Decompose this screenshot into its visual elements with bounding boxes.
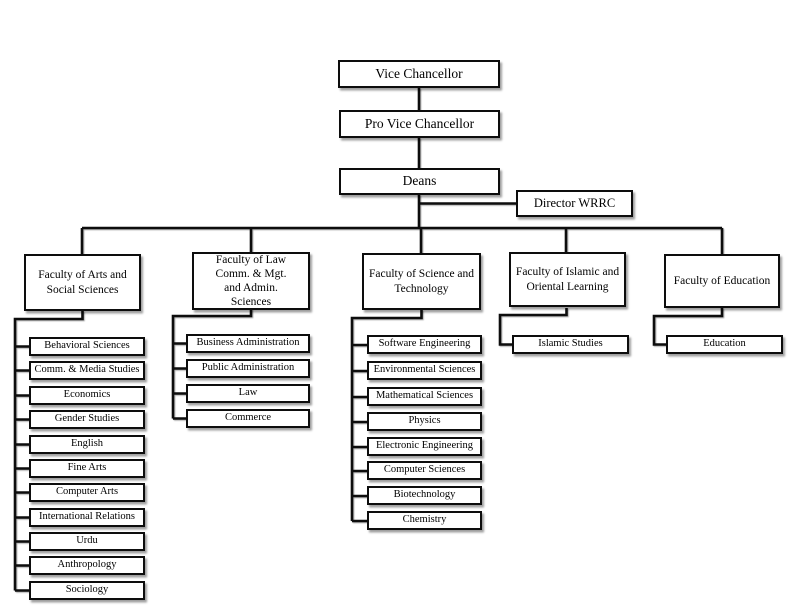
science-column-connector [350,310,423,523]
dept-english: English [29,435,145,454]
dept-chemistry: Chemistry [367,511,482,530]
islamic-column-connector [498,308,568,346]
faculty-row-connector [80,226,724,254]
dept-economics: Economics [29,386,145,405]
dept-computer-sciences: Computer Sciences [367,461,482,480]
dept-physics: Physics [367,412,482,431]
node-faculty-arts-social-sciences: Faculty of Arts and Social Sciences [24,254,141,311]
node-faculty-education: Faculty of Education [664,254,780,308]
dept-mathematical-sciences: Mathematical Sciences [367,387,482,406]
education-column-connector [652,308,724,346]
node-pro-vice-chancellor: Pro Vice Chancellor [339,110,500,138]
arts-column-connector [13,311,84,592]
node-faculty-law-comm-mgt-admin: Faculty of Law Comm. & Mgt. and Admin. S… [192,252,310,310]
dept-gender-studies: Gender Studies [29,410,145,429]
dept-law: Law [186,384,310,403]
node-faculty-islamic-oriental-learning: Faculty of Islamic and Oriental Learning [509,252,626,307]
dept-education: Education [666,335,783,354]
dept-sociology: Sociology [29,581,145,600]
node-director-wrrc: Director WRRC [516,190,633,217]
dept-commerce: Commerce [186,409,310,428]
node-deans: Deans [339,168,500,195]
top-chain-connector [417,88,516,228]
dept-business-administration: Business Administration [186,334,310,353]
dept-public-administration: Public Administration [186,359,310,378]
dept-fine-arts: Fine Arts [29,459,145,478]
dept-software-engineering: Software Engineering [367,335,482,354]
dept-international-relations: International Relations [29,508,145,527]
dept-islamic-studies: Islamic Studies [512,335,629,354]
law-column-connector [171,309,253,420]
dept-urdu: Urdu [29,532,145,551]
dept-computer-arts: Computer Arts [29,483,145,502]
dept-anthropology: Anthropology [29,556,145,575]
dept-electronic-engineering: Electronic Engineering [367,437,482,456]
node-faculty-science-technology: Faculty of Science and Technology [362,253,481,310]
node-vice-chancellor: Vice Chancellor [338,60,500,88]
dept-environmental-sciences: Environmental Sciences [367,361,482,380]
dept-behavioral-sciences: Behavioral Sciences [29,337,145,356]
dept-comm-media-studies: Comm. & Media Studies [29,361,145,380]
dept-biotechnology: Biotechnology [367,486,482,505]
